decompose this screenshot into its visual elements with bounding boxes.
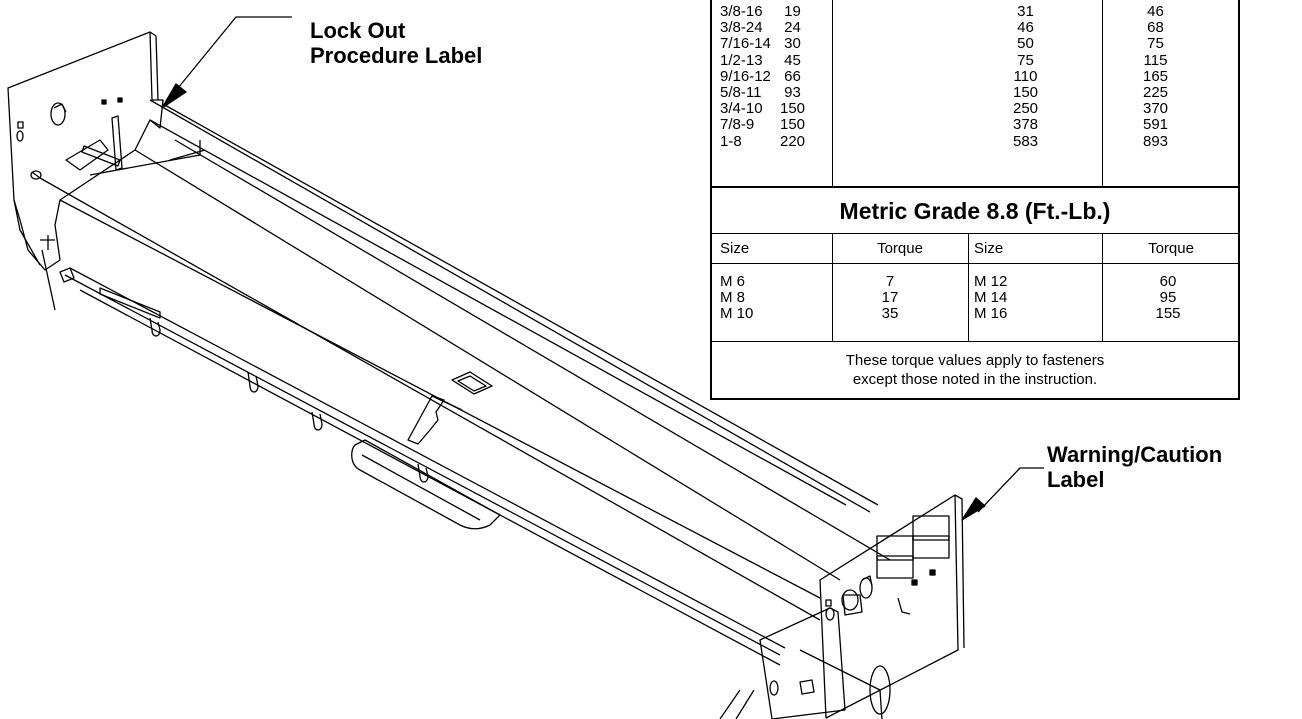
table-cell: 19 xyxy=(784,3,801,20)
handle xyxy=(351,439,501,530)
table-cell: 893 xyxy=(1142,132,1169,150)
column-divider xyxy=(1102,264,1103,341)
table-cell: 155 xyxy=(1155,305,1181,323)
table-cell: 583 xyxy=(1012,132,1039,150)
left-lever xyxy=(65,115,123,171)
metric-header-row: Size Torque Size Torque xyxy=(712,234,1238,264)
table-cell: M 12 xyxy=(974,273,1008,290)
lockout-procedure-label-callout: Lock Out Procedure Label xyxy=(310,18,482,68)
table-cell: 370 xyxy=(1142,100,1169,118)
table-cell: 150 xyxy=(779,100,806,118)
table-cell: 378 xyxy=(1012,116,1039,134)
metric-grade-heading: Metric Grade 8.8 (Ft.-Lb.) xyxy=(712,188,1238,234)
grade8-values: 46 68 75 115 165 225 370 591 893 xyxy=(1118,3,1193,150)
right-end-plate xyxy=(819,494,965,719)
table-cell: 3/8-16 xyxy=(720,3,763,20)
table-cell: 250 xyxy=(1012,100,1039,118)
table-cell: 165 xyxy=(1142,67,1169,85)
top-slot xyxy=(407,371,493,445)
inch-torque-rows: 3/8-16 3/8-24 7/16-14 1/2-13 9/16-12 5/8… xyxy=(712,0,1238,188)
table-cell: 5/8-11 xyxy=(720,84,762,102)
table-header: Torque xyxy=(1148,240,1194,257)
table-cell: 46 xyxy=(1147,3,1164,20)
torque-table-footnote: These torque values apply to fasteners e… xyxy=(712,342,1238,400)
table-cell: 150 xyxy=(1012,84,1039,102)
footnote-line: except those noted in the instruction. xyxy=(852,371,1098,388)
column-divider xyxy=(832,0,833,186)
table-cell: 50 xyxy=(1017,35,1034,53)
table-cell: 1-8 xyxy=(720,132,742,150)
metric-size2-values: M 12 M 14 M 16 xyxy=(974,273,1008,323)
table-cell: M 8 xyxy=(720,289,746,307)
grade5-values: 31 46 50 75 110 150 250 378 583 xyxy=(988,3,1063,150)
table-header: Size xyxy=(974,240,1004,257)
table-cell: 591 xyxy=(1142,116,1169,134)
table-cell: M 16 xyxy=(974,305,1008,323)
table-cell: M 14 xyxy=(974,289,1008,307)
table-cell: 7/8-9 xyxy=(720,116,755,134)
metric-data-rows: M 6 M 8 M 10 7 17 35 M 12 M 14 M 16 60 9… xyxy=(712,264,1238,342)
table-cell: M 6 xyxy=(720,273,746,290)
callout-line: Lock Out xyxy=(310,18,406,43)
table-cell: 35 xyxy=(881,305,899,323)
size-values: 3/8-16 3/8-24 7/16-14 1/2-13 9/16-12 5/8… xyxy=(720,3,771,150)
table-cell: 45 xyxy=(784,51,801,69)
column-divider xyxy=(1102,234,1103,263)
column-divider xyxy=(832,234,833,263)
lockout-leader-arrow xyxy=(161,16,292,109)
table-cell: 3/4-10 xyxy=(720,100,763,118)
metric-torque2-values: 60 95 155 xyxy=(1138,273,1198,323)
table-cell: 93 xyxy=(784,84,801,102)
table-cell: 9/16-12 xyxy=(720,67,771,85)
table-cell: 75 xyxy=(1017,51,1034,69)
footnote-line: These torque values apply to fasteners xyxy=(845,352,1105,369)
torque-specification-table: 3/8-16 3/8-24 7/16-14 1/2-13 9/16-12 5/8… xyxy=(710,0,1240,400)
table-cell: 7/16-14 xyxy=(720,35,771,53)
front-bracket xyxy=(719,589,891,719)
column-divider xyxy=(968,234,969,263)
size-column: 3/8-16 3/8-24 7/16-14 1/2-13 9/16-12 5/8… xyxy=(712,0,832,186)
table-cell: 68 xyxy=(1147,19,1164,37)
column-divider xyxy=(1102,0,1103,186)
grade5-column: 31 46 50 75 110 150 250 378 583 xyxy=(970,0,1100,186)
table-cell: 110 xyxy=(1013,67,1038,85)
table-cell: 75 xyxy=(1147,35,1164,53)
table-cell: 220 xyxy=(779,132,806,150)
column-divider xyxy=(968,264,969,341)
callout-line: Label xyxy=(1047,467,1105,492)
warning-caution-label-callout: Warning/Caution Label xyxy=(1047,442,1222,492)
table-cell: 24 xyxy=(784,19,801,37)
metric-size1-values: M 6 M 8 M 10 xyxy=(720,273,754,323)
column-divider xyxy=(832,264,833,341)
table-cell: 66 xyxy=(784,67,801,85)
table-cell: 31 xyxy=(1017,3,1034,20)
table-cell: 7 xyxy=(885,273,895,290)
table-cell: 115 xyxy=(1143,51,1168,69)
grade8-column: 46 68 75 115 165 225 370 591 893 xyxy=(1102,0,1238,186)
table-cell: 60 xyxy=(1159,273,1177,290)
callout-line: Procedure Label xyxy=(310,43,483,68)
table-cell: 3/8-24 xyxy=(720,19,763,37)
table-cell: 150 xyxy=(779,116,806,134)
warning-leader-arrow xyxy=(961,467,1044,521)
table-cell: 30 xyxy=(784,35,801,53)
grade2-values: 19 24 30 45 66 93 150 150 220 xyxy=(755,3,830,150)
table-cell: 1/2-13 xyxy=(720,51,763,69)
table-header: Size xyxy=(720,240,750,257)
table-cell: 46 xyxy=(1017,19,1034,37)
table-header: Torque xyxy=(877,240,923,257)
metric-torque1-values: 7 17 35 xyxy=(860,273,920,323)
callout-line: Warning/Caution xyxy=(1047,442,1223,467)
lower-rod-assembly xyxy=(40,235,786,666)
table-cell: 225 xyxy=(1142,84,1169,102)
table-cell: 17 xyxy=(881,289,899,307)
table-cell: M 10 xyxy=(720,305,754,323)
table-cell: 95 xyxy=(1159,289,1177,307)
